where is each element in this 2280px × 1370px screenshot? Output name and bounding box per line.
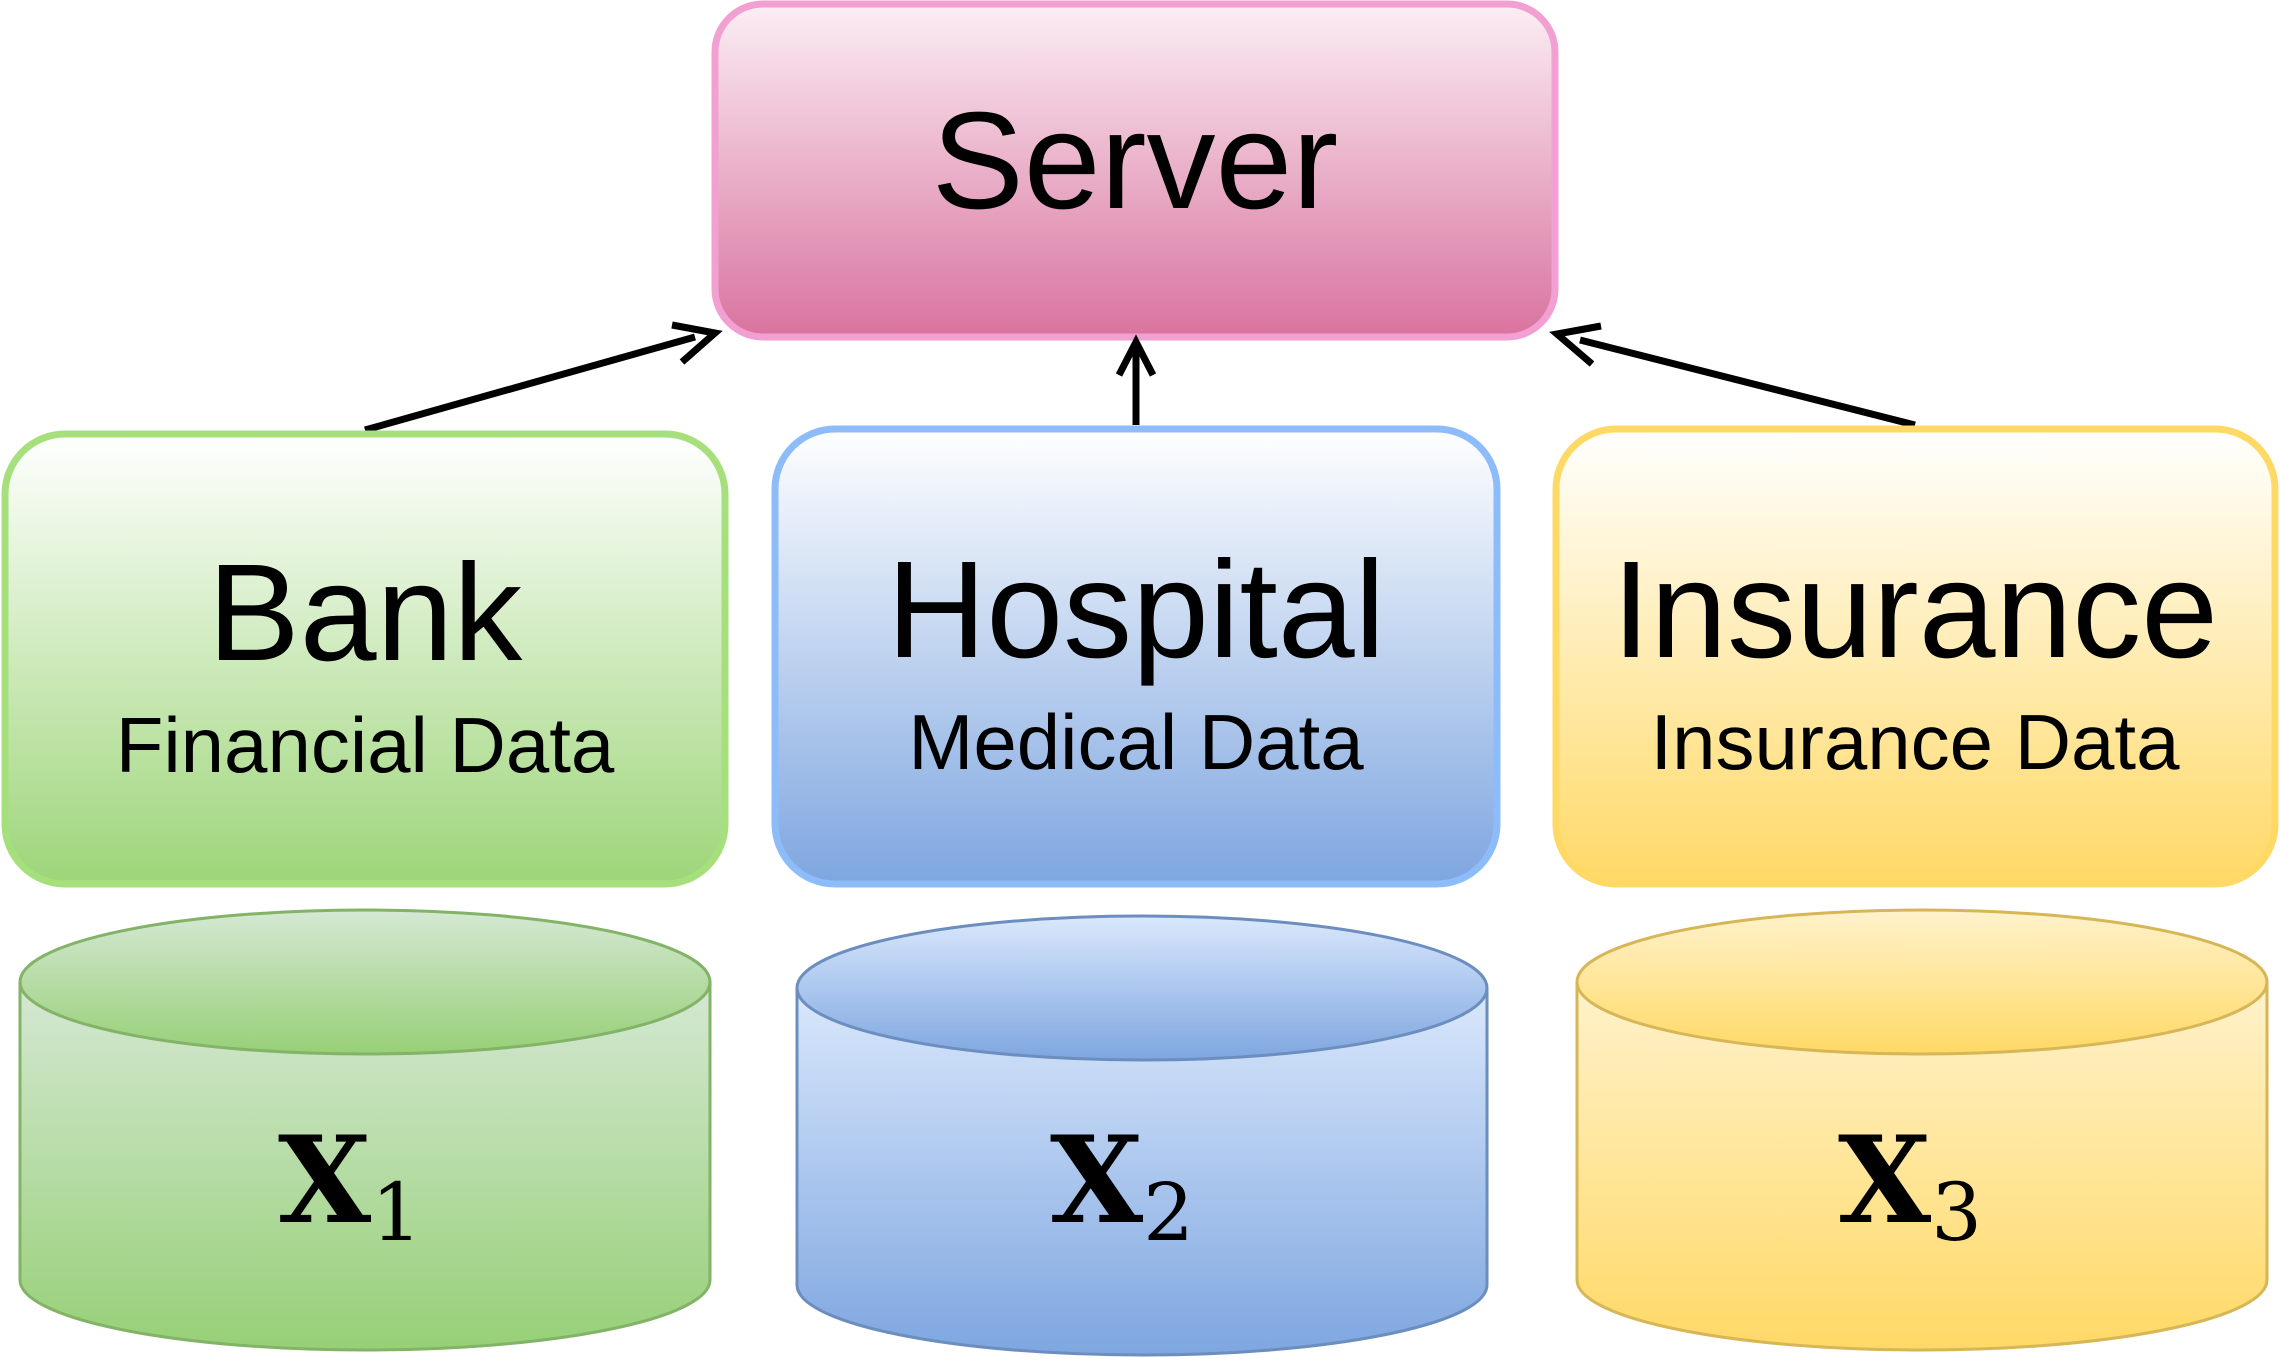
insurance-subtitle: Insurance Data (1651, 698, 2181, 786)
data-matrix-x2: X2 (1050, 1110, 1194, 1259)
arrows (364, 321, 1916, 434)
data-matrix-x1: X1 (278, 1110, 422, 1259)
bank-title: Bank (208, 536, 524, 690)
database-cylinder-hospital: X2 (795, 914, 1489, 1357)
server-title: Server (932, 84, 1338, 238)
bank-node: Bank Financial Data (1, 430, 729, 888)
arrow-insurance-to-server (1549, 322, 1916, 429)
hospital-node: Hospital Medical Data (771, 425, 1501, 888)
insurance-title: Insurance (1612, 533, 2218, 687)
arrow-bank-to-server (364, 321, 723, 434)
arrow-hospital-to-server (1115, 334, 1157, 425)
server-node: Server (711, 0, 1559, 341)
hospital-title: Hospital (887, 533, 1386, 687)
hospital-subtitle: Medical Data (908, 698, 1364, 786)
insurance-node: Insurance Insurance Data (1552, 425, 2279, 888)
bank-subtitle: Financial Data (116, 701, 615, 789)
database-cylinder-insurance: X3 (1575, 908, 2269, 1352)
database-cylinder-bank: X1 (18, 908, 712, 1352)
data-matrix-x3: X3 (1838, 1110, 1982, 1259)
